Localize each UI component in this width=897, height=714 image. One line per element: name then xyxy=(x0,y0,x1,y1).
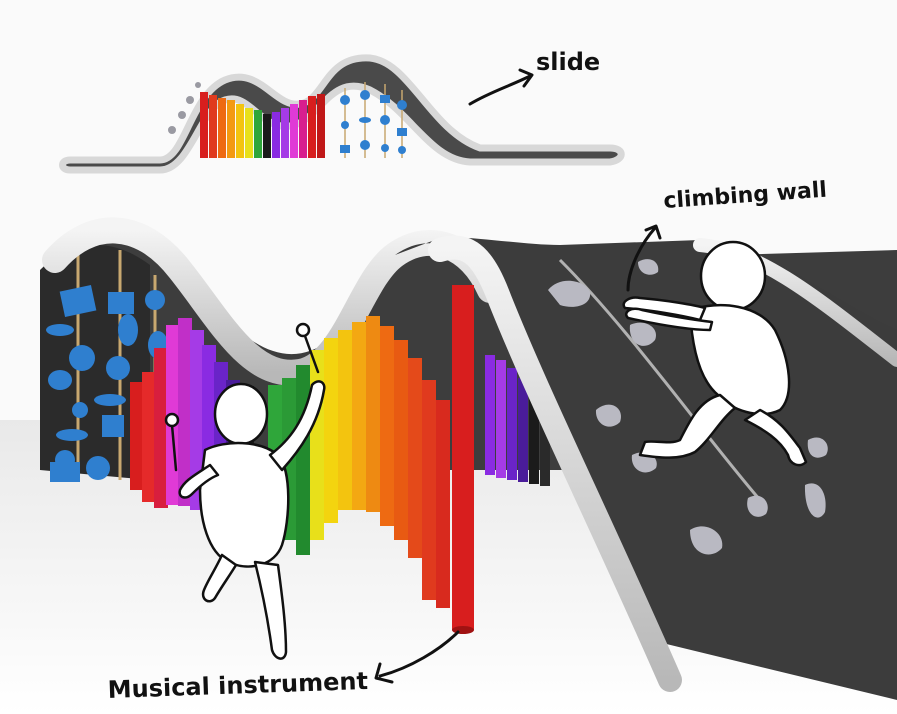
overview-blue-shapes xyxy=(340,82,407,158)
pipes-back xyxy=(485,355,550,486)
climbing-holds xyxy=(548,259,828,555)
climbing-wall-arrowhead xyxy=(644,224,662,240)
slide-arrowhead xyxy=(518,68,534,88)
overview-slide xyxy=(59,54,625,174)
musician-right-leg xyxy=(253,560,288,660)
musician-torso xyxy=(198,441,290,568)
climber-left-leg xyxy=(638,393,737,459)
climber-head xyxy=(699,240,767,312)
left-mallet-head xyxy=(164,412,180,428)
musician-head xyxy=(213,382,269,446)
slide-label: slide xyxy=(536,48,600,76)
overview-climbing-holds xyxy=(168,82,201,134)
front-rail-right xyxy=(428,235,682,692)
left-mallet xyxy=(170,423,178,472)
overview-pipes xyxy=(200,92,325,158)
musician-figure xyxy=(164,322,326,660)
climber-figure xyxy=(622,240,808,467)
slide-annotation: slide xyxy=(468,48,600,106)
climber-right-leg xyxy=(743,408,808,467)
right-mallet xyxy=(303,334,320,374)
musical-instrument-arrowhead xyxy=(374,662,394,684)
tallest-pipe xyxy=(452,285,474,630)
right-mallet-head xyxy=(295,322,311,338)
climber-torso xyxy=(688,304,791,416)
climbing-wall-label: climbing wall xyxy=(663,178,828,214)
slide-arrow xyxy=(468,74,532,106)
musician-left-leg xyxy=(201,553,238,603)
closeup-scene: climbing wall Musical instrument xyxy=(0,178,897,714)
climbing-wall-arrow xyxy=(626,226,657,292)
musical-instrument-arrow xyxy=(378,630,460,678)
